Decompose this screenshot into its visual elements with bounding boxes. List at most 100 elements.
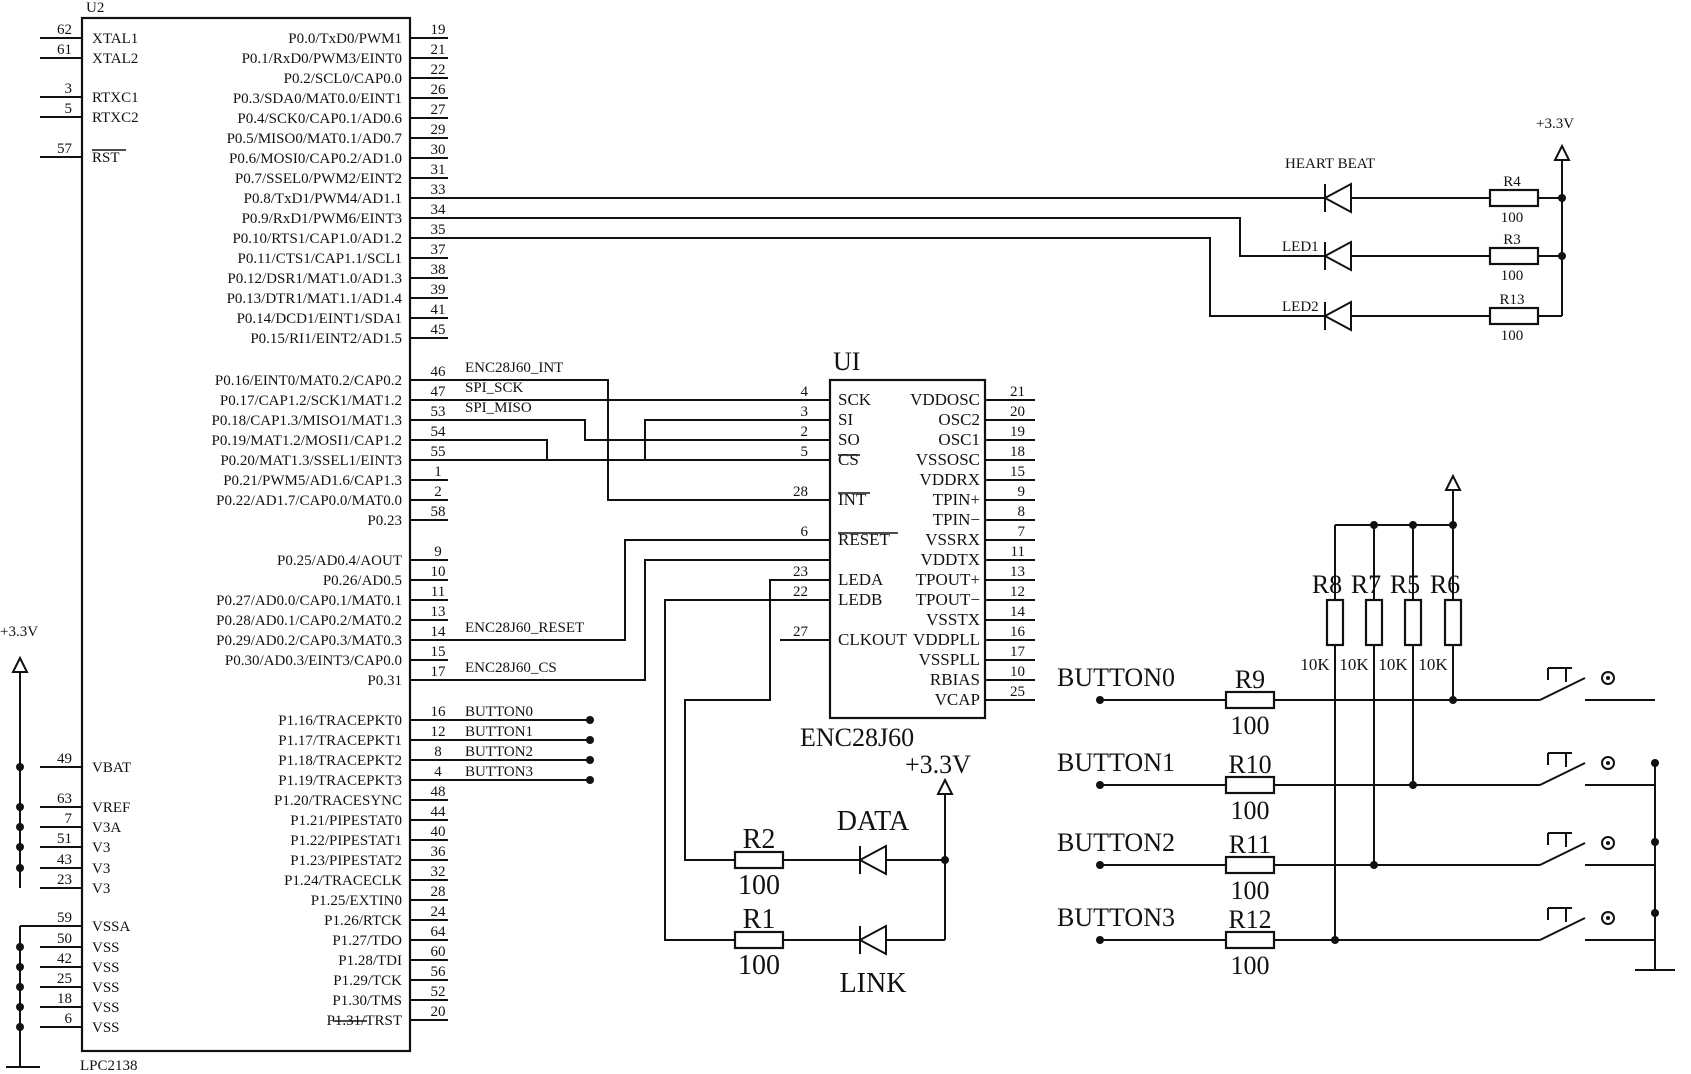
resistor-ref: R9 — [1235, 665, 1265, 694]
u2-chip: U2 LPC2138 62XTAL161XTAL23RTXC15RTXC257R… — [40, 0, 448, 1074]
pullup-ref: R5 — [1390, 570, 1420, 599]
resistor-value: 100 — [738, 950, 780, 981]
u2-pin-number: 2 — [434, 484, 442, 500]
net-enc-reset: ENC28J60_RESET — [465, 620, 584, 636]
wire-leda — [684, 579, 830, 861]
u1-pin-name: SCK — [838, 390, 872, 409]
u2-pin-name: P1.16/TRACEPKT0 — [278, 713, 402, 729]
u2-pin-name: RTXC2 — [92, 110, 139, 126]
u2-pin-number: 51 — [57, 831, 72, 847]
resistor-value: 100 — [1501, 268, 1524, 284]
u2-pin-name: P0.13/DTR1/MAT1.1/AD1.4 — [227, 291, 403, 307]
u1-pin-name: VSSTX — [926, 610, 980, 629]
pullup-body — [1403, 598, 1423, 647]
u1-pin-number: 15 — [1010, 464, 1025, 480]
u2-pin-number: 1 — [434, 464, 442, 480]
pullup-resistor: R5 10K — [1378, 525, 1423, 785]
button-resistor — [1224, 930, 1276, 950]
u2-pin-name: V3 — [92, 840, 110, 856]
u1-pin-number: 12 — [1010, 584, 1025, 600]
pullup-body — [1364, 598, 1384, 647]
u1-pin-number: 27 — [793, 624, 809, 640]
u2-pin-number: 38 — [431, 262, 446, 278]
u1-pin-name: VSSPLL — [919, 650, 980, 669]
resistor-value: 100 — [1231, 796, 1270, 825]
u2-pin-number: 30 — [431, 142, 446, 158]
u2-pin-number: 23 — [57, 872, 72, 888]
u2-pin-name: P1.19/TRACEPKT3 — [278, 773, 402, 789]
u2-pin-number: 14 — [431, 624, 447, 640]
u2-pin-number: 7 — [65, 811, 73, 827]
pullup-value: 10K — [1300, 655, 1330, 674]
pullup-ref: R6 — [1430, 570, 1460, 599]
u2-pin-number: 37 — [431, 242, 447, 258]
u1-pin-number: 18 — [1010, 444, 1025, 460]
u1-pin-name: VSSOSC — [916, 450, 980, 469]
u2-pin-number: 17 — [431, 664, 447, 680]
u2-pin-number: 47 — [431, 384, 447, 400]
u2-pin-number: 48 — [431, 784, 446, 800]
u2-pin-name: VSSA — [92, 919, 131, 935]
u2-pin-number: 24 — [431, 904, 447, 920]
button-resistor — [1224, 775, 1276, 795]
u2-pin-number: 33 — [431, 182, 446, 198]
u2-pin-number: 11 — [431, 584, 445, 600]
u2-pin-name: P0.25/AD0.4/AOUT — [277, 553, 402, 569]
button-label: BUTTON0 — [1057, 663, 1175, 692]
u1-ref: UI — [833, 347, 860, 376]
led-diode — [857, 844, 887, 876]
u2-pin-name: P0.2/SCL0/CAP0.0 — [284, 71, 402, 87]
net-spi-miso: SPI_MISO — [465, 400, 532, 416]
pullup-value: 10K — [1378, 655, 1408, 674]
u2-pin-name: P1.20/TRACESYNC — [274, 793, 402, 809]
led-resistor — [1488, 188, 1540, 208]
top-vdd-label: +3.3V — [1536, 116, 1574, 132]
u1-pin-name: SI — [838, 410, 853, 429]
u2-pin-name: P0.26/AD0.5 — [323, 573, 402, 589]
resistor-ref: R13 — [1499, 292, 1524, 308]
u2-pin-name: P0.4/SCK0/CAP0.1/AD0.6 — [237, 111, 402, 127]
pullup-body — [1443, 598, 1463, 647]
vdd-arrow — [11, 655, 29, 673]
resistor-value: 100 — [1501, 328, 1524, 344]
u1-pin-number: 5 — [801, 444, 809, 460]
resistor-value: 100 — [1501, 210, 1524, 226]
u1-pin-name: SO — [838, 430, 860, 449]
u2-pin-name: P0.1/RxD0/PWM3/EINT0 — [242, 51, 402, 67]
top-vdd-arrow — [1553, 143, 1571, 161]
u1-body — [828, 378, 987, 720]
u1-pin-number: 11 — [1011, 544, 1025, 560]
led-label: LINK — [840, 968, 907, 999]
u1-pin-number: 23 — [793, 564, 808, 580]
wire-ledb — [664, 599, 830, 941]
u2-pin-name: P0.21/PWM5/AD1.6/CAP1.3 — [223, 473, 402, 489]
button-net-label: BUTTON2 — [465, 744, 533, 760]
net-enc-int: ENC28J60_INT — [465, 360, 563, 376]
u2-pin-name: P1.25/EXTIN0 — [311, 893, 402, 909]
u1-pin-number: 22 — [793, 584, 808, 600]
net-enc-cs: ENC28J60_CS — [465, 660, 557, 676]
u2-pin-name: P0.16/EINT0/MAT0.2/CAP0.2 — [215, 373, 402, 389]
bottom-vdd-label: +3.3V — [905, 750, 971, 779]
u2-pin-number: 64 — [431, 924, 447, 940]
pushbutton-switch — [1539, 667, 1655, 701]
u1-pin-number: 10 — [1010, 664, 1025, 680]
u2-right-pins: 19P0.0/TxD0/PWM121P0.1/RxD0/PWM3/EINT022… — [212, 22, 448, 1029]
u2-ref: U2 — [86, 0, 104, 16]
u2-pin-number: 61 — [57, 42, 72, 58]
net-spi-sck: SPI_SCK — [465, 380, 524, 396]
u2-pin-name: VSS — [92, 1000, 120, 1016]
u2-pin-number: 41 — [431, 302, 446, 318]
u2-pin-number: 49 — [57, 751, 72, 767]
button-net-label: BUTTON1 — [465, 724, 533, 740]
resistor-ref: R4 — [1503, 174, 1521, 190]
